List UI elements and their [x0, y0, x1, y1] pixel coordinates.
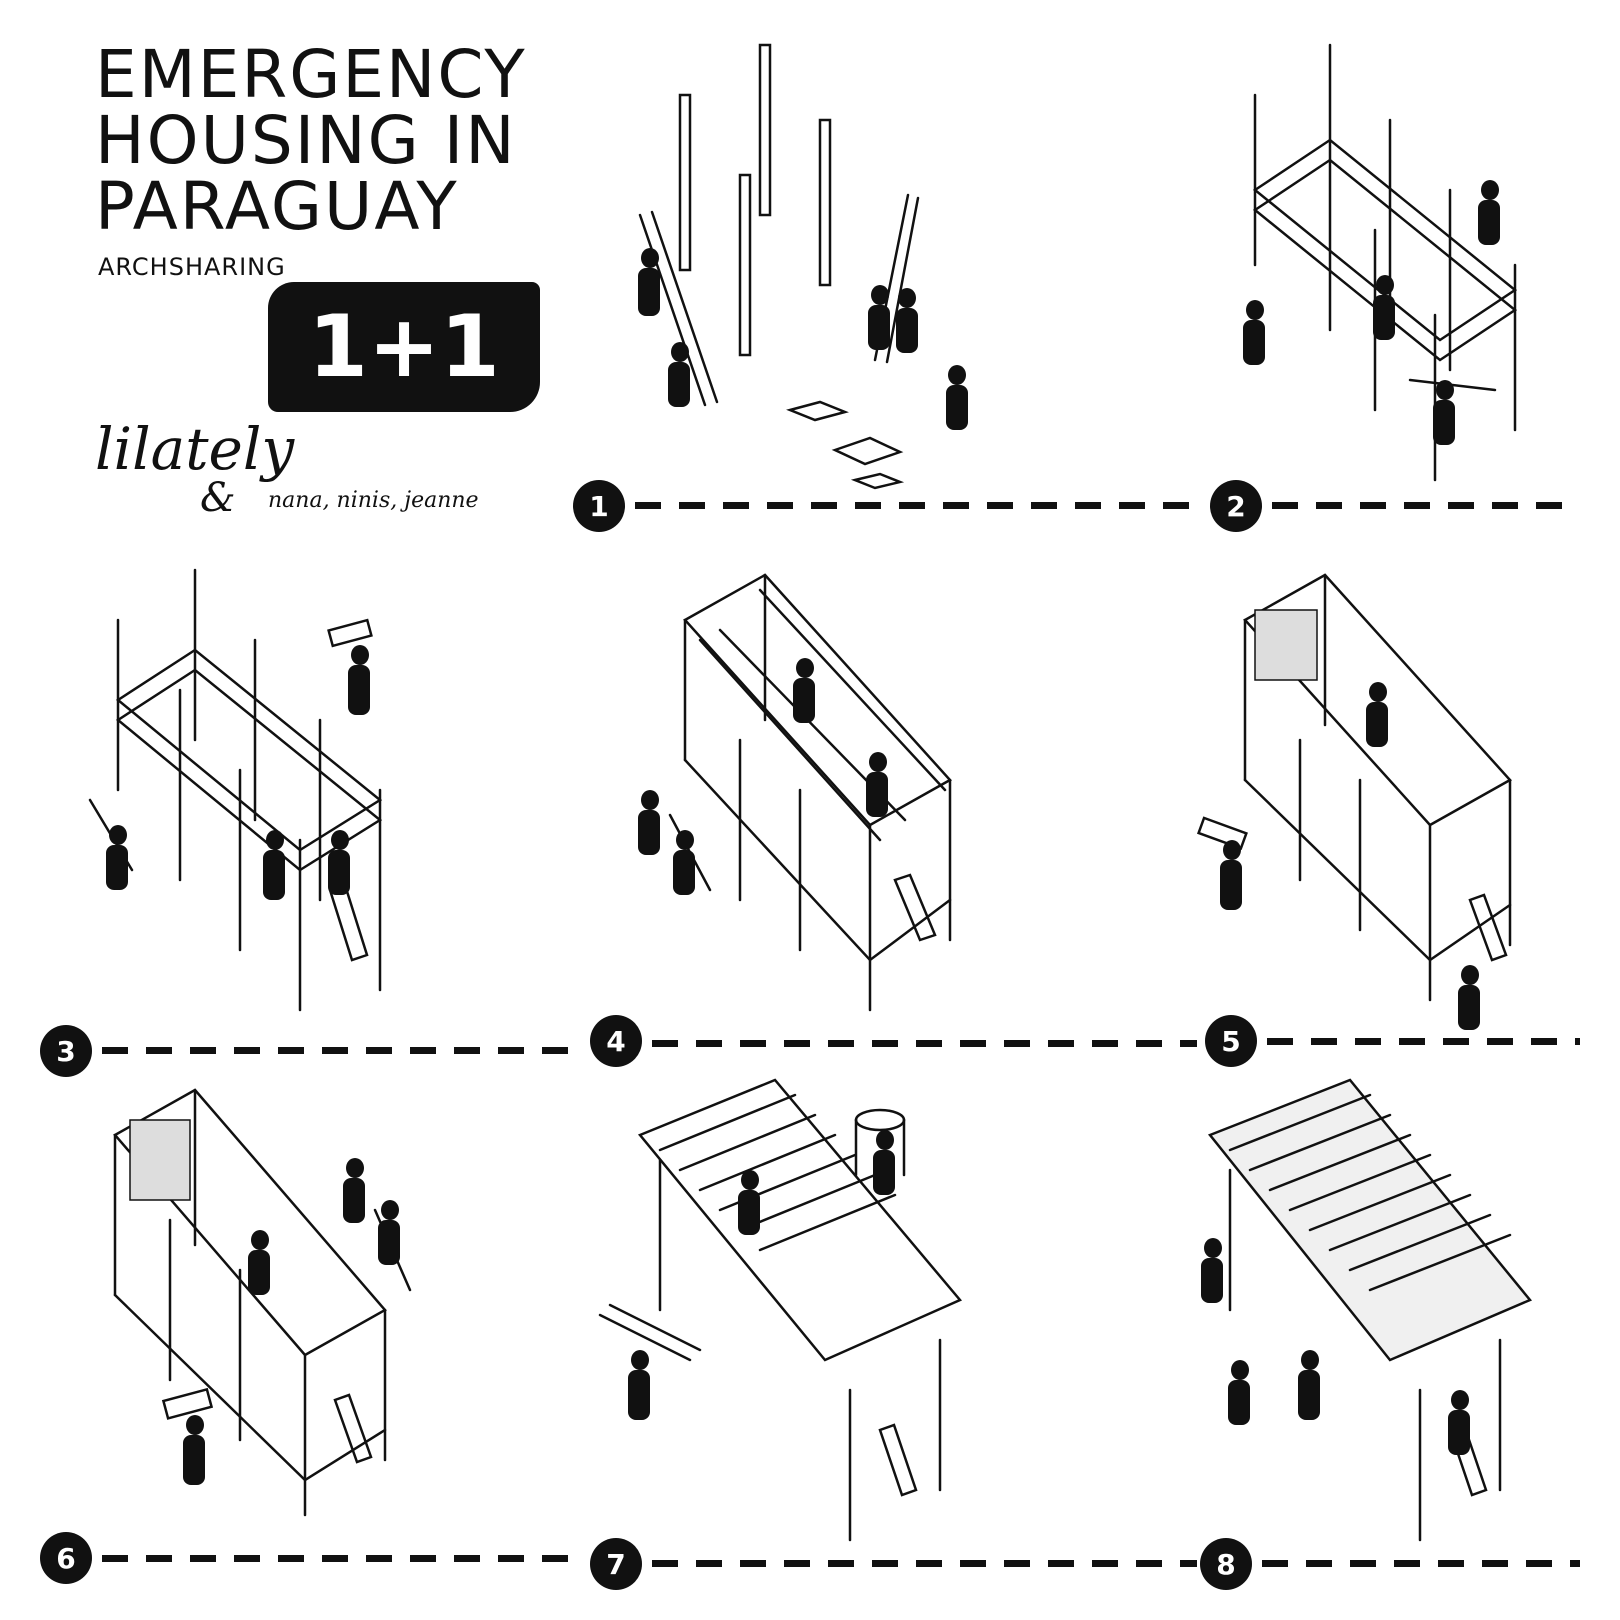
poster-subtitle: ARCHSHARING — [98, 253, 286, 281]
timeline-dash-8 — [1262, 1560, 1580, 1567]
badge-1-plus-1: 1+1 — [268, 282, 540, 412]
author-signature: lilately — [95, 415, 295, 483]
step-marker-6: 6 — [40, 1532, 92, 1584]
worker-silhouettes — [106, 180, 1500, 1485]
step-5-drawing — [1196, 573, 1512, 1002]
step-6-drawing — [113, 1088, 412, 1517]
timeline-dash-4 — [652, 1040, 1197, 1047]
timeline-dash-1 — [635, 502, 1205, 509]
credits-ampersand: & — [200, 475, 236, 521]
step-1-drawing — [638, 43, 920, 490]
step-marker-2: 2 — [1210, 480, 1262, 532]
title-line-1: EMERGENCY — [95, 36, 527, 113]
step-8-drawing — [1207, 1078, 1533, 1542]
poster-title: EMERGENCY HOUSING IN PARAGUAY — [95, 42, 565, 240]
title-line-3: PARAGUAY — [95, 168, 459, 245]
step-marker-8: 8 — [1200, 1538, 1252, 1590]
timeline-dash-2 — [1272, 502, 1580, 509]
timeline-dash-7 — [652, 1560, 1197, 1567]
collaborators: nana, ninis, jeanne — [268, 488, 479, 513]
timeline-dash-6 — [102, 1555, 582, 1562]
step-2-drawing — [1252, 43, 1518, 482]
step-4-drawing — [668, 573, 952, 1012]
step-marker-3: 3 — [40, 1025, 92, 1077]
step-marker-4: 4 — [590, 1015, 642, 1067]
step-marker-5: 5 — [1205, 1015, 1257, 1067]
step-marker-7: 7 — [590, 1538, 642, 1590]
step-marker-1: 1 — [573, 480, 625, 532]
title-line-2: HOUSING IN — [95, 102, 517, 179]
step-3-drawing — [88, 568, 383, 1012]
timeline-dash-5 — [1267, 1038, 1580, 1045]
step-7-drawing — [598, 1078, 963, 1542]
timeline-dash-3 — [102, 1047, 582, 1054]
